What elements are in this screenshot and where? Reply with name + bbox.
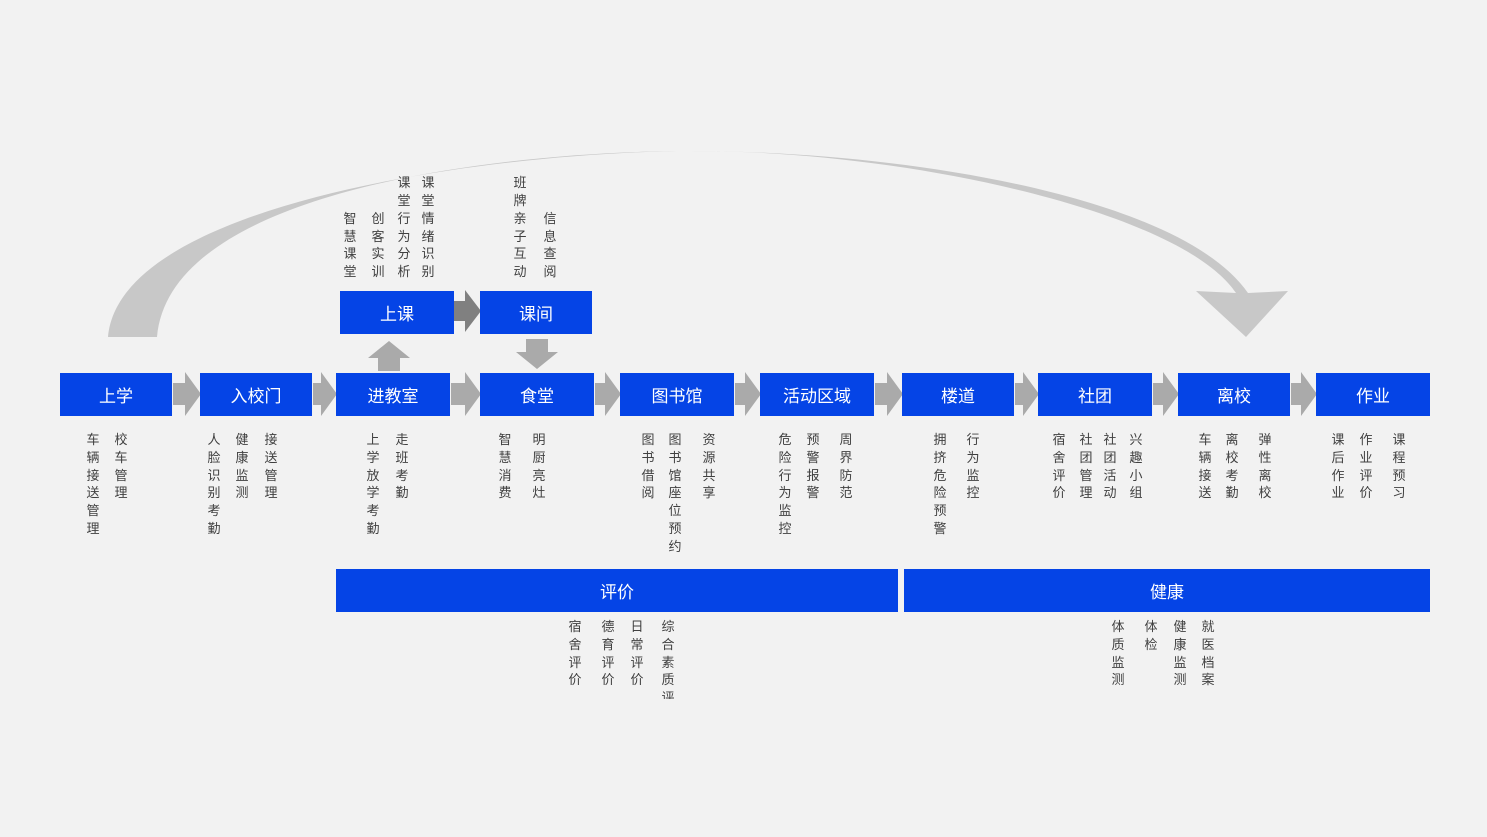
flow-box-label: 楼道 [941, 387, 975, 407]
flow-items-item: 宿 舍 评 价 [1052, 433, 1066, 502]
flow-items-item: 车 辆 接 送 [1198, 433, 1212, 502]
upper-box: 课间 [480, 291, 592, 334]
flow-arrow [1153, 372, 1179, 416]
flow-arrow-group [173, 372, 1317, 416]
flow-items-item: 拥 挤 危 险 预 警 [933, 433, 947, 537]
upper-box-label: 课间 [519, 305, 553, 325]
flow-box: 进教室 [336, 373, 450, 416]
flow-items-item: 兴 趣 小 组 [1129, 433, 1143, 502]
bottom-items-item: 宿 舍 评 价 [568, 620, 582, 689]
flow-box: 上学 [60, 373, 172, 416]
flow-items-item: 图 书 借 阅 [641, 433, 655, 502]
flow-items-item: 危 险 行 为 监 控 [778, 433, 792, 537]
flow-items-item: 人 脸 识 别 考 勤 [207, 433, 221, 537]
flow-arrow [313, 372, 337, 416]
flow-box: 食堂 [480, 373, 594, 416]
bottom-items-item: 就 医 档 案 [1201, 620, 1215, 689]
flow-items-item: 车 辆 接 送 管 理 [86, 433, 100, 537]
flow-items-item: 课 程 预 习 [1392, 433, 1406, 502]
upper-items-item: 创 客 实 训 [371, 211, 385, 281]
upper-items-item: 课 堂 情 绪 识 别 [421, 176, 435, 281]
bottom-box-label: 评价 [600, 583, 634, 603]
flow-arrow [1291, 372, 1317, 416]
flow-items-item: 课 后 作 业 [1331, 433, 1345, 502]
upper-box: 上课 [340, 291, 454, 334]
flow-arrow [1015, 372, 1039, 416]
flow-arrow [451, 372, 481, 416]
flow-items-item: 作 业 评 价 [1359, 433, 1373, 502]
upper-right-arrow [453, 290, 481, 332]
flow-items-item: 预 警 报 警 [806, 433, 820, 502]
bottom-items-item: 日 常 评 价 [630, 620, 644, 689]
flow-box-label: 进教室 [367, 387, 419, 407]
flow-arrow [595, 372, 621, 416]
flow-box: 入校门 [200, 373, 312, 416]
bottom-items-item: 德 育 评 价 [601, 620, 615, 689]
flow-items-item: 走 班 考 勤 [395, 433, 409, 502]
flow-box-label: 入校门 [230, 387, 282, 407]
flow-arrow [875, 372, 903, 416]
flow-arrow [173, 372, 201, 416]
flow-items-item: 明 厨 亮 灶 [532, 433, 546, 502]
flow-box: 楼道 [902, 373, 1014, 416]
bottom-items-item: 综 合 素 质 评 价 [661, 620, 675, 699]
flow-items-item: 离 校 考 勤 [1225, 433, 1239, 502]
flow-box-label: 上学 [99, 387, 133, 407]
upper-items-item: 课 堂 行 为 分 析 [397, 176, 411, 281]
up-arrow [368, 341, 410, 371]
bottom-box: 健康 [904, 569, 1430, 612]
flow-box-label: 社团 [1078, 387, 1112, 407]
flow-items-item: 弹 性 离 校 [1258, 433, 1272, 502]
upper-items-item: 智 慧 课 堂 [343, 211, 357, 281]
flow-box-label: 作业 [1356, 387, 1390, 407]
flow-items-item: 接 送 管 理 [264, 433, 278, 502]
flow-items-item: 社 团 管 理 [1079, 433, 1093, 502]
flow-items-item: 社 团 活 动 [1103, 433, 1117, 502]
flow-items-item: 图 书 馆 座 位 预 约 [668, 433, 682, 555]
flow-box: 离校 [1178, 373, 1290, 416]
bottom-items-item: 健 康 监 测 [1173, 620, 1187, 689]
flow-items-item: 行 为 监 控 [966, 433, 980, 502]
bottom-box-label: 健康 [1150, 583, 1184, 603]
loop-curve-arrow [108, 150, 1288, 337]
flow-box-label: 食堂 [520, 387, 554, 407]
flow-arrow [735, 372, 761, 416]
flow-box: 图书馆 [620, 373, 734, 416]
down-arrow [516, 339, 558, 369]
flow-items-item: 周 界 防 范 [839, 433, 853, 502]
flow-box: 活动区域 [760, 373, 874, 416]
upper-items-item: 班 牌 亲 子 互 动 [513, 176, 527, 281]
flow-box-label: 图书馆 [651, 387, 703, 407]
flow-items-item: 资 源 共 享 [702, 433, 716, 502]
flow-box-label: 活动区域 [783, 387, 851, 407]
flow-items-item: 智 慧 消 费 [498, 433, 512, 502]
flow-box: 作业 [1316, 373, 1430, 416]
flow-box: 社团 [1038, 373, 1152, 416]
flow-items-item: 上 学 放 学 考 勤 [366, 433, 380, 537]
flow-items-item: 健 康 监 测 [235, 433, 249, 502]
flow-box-label: 离校 [1217, 387, 1251, 407]
upper-items-item: 信 息 查 阅 [543, 211, 557, 281]
bottom-items-item: 体 检 [1144, 620, 1158, 653]
flow-items-item: 校 车 管 理 [114, 433, 128, 502]
bottom-box: 评价 [336, 569, 898, 612]
upper-box-label: 上课 [380, 305, 414, 325]
bottom-items-item: 体 质 监 测 [1111, 620, 1125, 689]
